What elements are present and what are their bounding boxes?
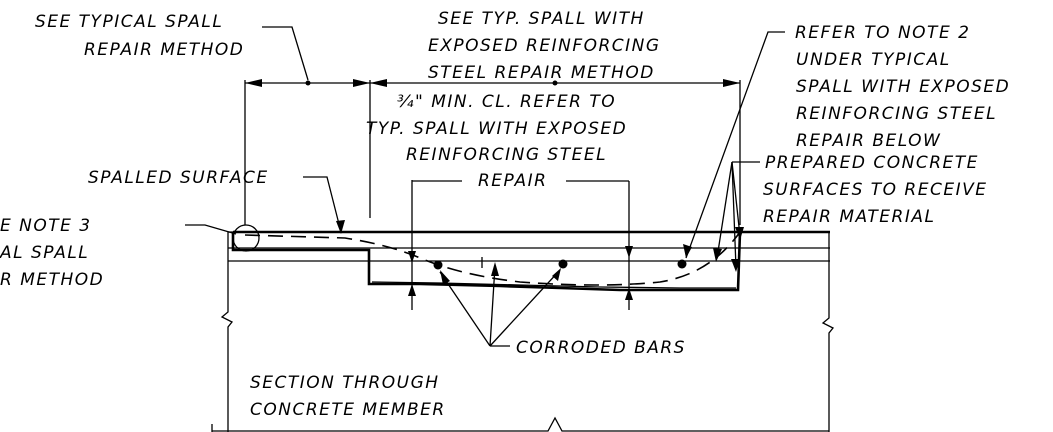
leader-spalled-surface-arrow — [336, 220, 345, 234]
label-typical-spall-line1: SEE TYPICAL SPALL — [35, 12, 223, 32]
spall-cavity — [231, 224, 742, 292]
section-bottom-line — [212, 416, 829, 432]
corroded-bars — [433, 259, 687, 270]
clearance-arrow-right-up — [625, 288, 633, 300]
leader-note2 — [685, 31, 785, 259]
label-note2-line3: SPALL WITH EXPOSED — [796, 77, 1010, 97]
corroded-bar-1 — [433, 260, 443, 270]
leader-corroded-bar-3 — [489, 269, 561, 347]
label-typ-spall-exposed-line1: SEE TYP. SPALL WITH — [438, 9, 645, 29]
spall-cavity-outline — [231, 231, 742, 292]
label-note2-line5: REPAIR BELOW — [796, 131, 941, 151]
label-note2-line1: REFER TO NOTE 2 — [795, 23, 970, 43]
leader-corroded-arrow-2 — [491, 262, 499, 276]
leader-spalled-surface — [303, 176, 342, 233]
leader-corroded-bar-2 — [489, 265, 496, 347]
label-prepared-line1: PREPARED CONCRETE — [765, 153, 979, 173]
label-prepared-line3: REPAIR MATERIAL — [763, 207, 935, 227]
label-clearance-line4: REPAIR — [478, 171, 547, 191]
label-clearance-line2: TYP. SPALL WITH EXPOSED — [366, 119, 627, 139]
leader-prepared-3 — [731, 161, 741, 237]
label-section-line1: SECTION THROUGH — [250, 373, 440, 393]
dim-arrow-left — [245, 79, 262, 87]
label-clearance-line3: REINFORCING STEEL — [406, 145, 607, 165]
concrete-member — [211, 230, 835, 432]
top-dimension — [244, 79, 741, 225]
leader-prepared-1 — [716, 161, 733, 259]
clearance-arrow-left-down — [408, 251, 416, 263]
leader-prepared-2 — [731, 161, 737, 269]
spall-origin-circle — [232, 224, 260, 252]
dim-arrow-mid-left — [353, 79, 370, 87]
dim-midpoint-dot-right — [552, 80, 558, 86]
text-labels: SEE TYPICAL SPALL REPAIR METHOD SEE TYP.… — [0, 9, 1010, 420]
label-section-line2: CONCRETE MEMBER — [250, 400, 446, 420]
clearance-dimensions — [408, 180, 633, 310]
corroded-bar-3 — [677, 259, 687, 269]
spalled-surface-dashed-line — [244, 231, 741, 286]
leader-typical-spall — [262, 26, 309, 81]
label-typ-spall-exposed-line3: STEEL REPAIR METHOD — [428, 63, 655, 83]
dim-midpoint-dot-left — [305, 80, 311, 86]
label-spalled-surface: SPALLED SURFACE — [88, 168, 269, 188]
leader-prepared-arrow-3 — [735, 227, 744, 240]
leader-lines — [185, 26, 785, 347]
left-break-line — [220, 232, 234, 432]
leader-corroded-arrow-1 — [440, 270, 450, 285]
label-typical-spall-line2: REPAIR METHOD — [84, 40, 244, 60]
spall-cavity-bottom-texture — [371, 281, 736, 289]
leader-corroded-arrow-3 — [552, 268, 561, 281]
label-note2-line2: UNDER TYPICAL — [796, 50, 951, 70]
corroded-bar-2 — [558, 259, 568, 269]
label-note3-line3: R METHOD — [0, 270, 104, 290]
clearance-arrow-left-up — [408, 284, 416, 296]
leader-prepared-arrow-1 — [713, 248, 722, 262]
clearance-arrow-right-down — [625, 246, 633, 258]
label-prepared-line2: SURFACES TO RECEIVE — [763, 180, 987, 200]
leader-note2-arrow — [683, 244, 692, 258]
leader-prepared-arrow-2 — [731, 259, 740, 272]
label-corroded-bars: CORRODED BARS — [516, 338, 686, 358]
label-note3-line1: E NOTE 3 — [0, 216, 92, 236]
label-clearance-line1: ¾" MIN. CL. REFER TO — [397, 92, 616, 112]
leader-note3 — [185, 224, 237, 235]
dim-arrow-mid-right — [370, 79, 387, 87]
label-note2-line4: REINFORCING STEEL — [796, 104, 997, 124]
label-note3-line2: AL SPALL — [0, 243, 89, 263]
right-break-line — [821, 232, 835, 432]
label-typ-spall-exposed-line2: EXPOSED REINFORCING — [428, 36, 661, 56]
dim-arrow-right — [723, 79, 740, 87]
leader-corroded-bar-1 — [439, 271, 491, 347]
